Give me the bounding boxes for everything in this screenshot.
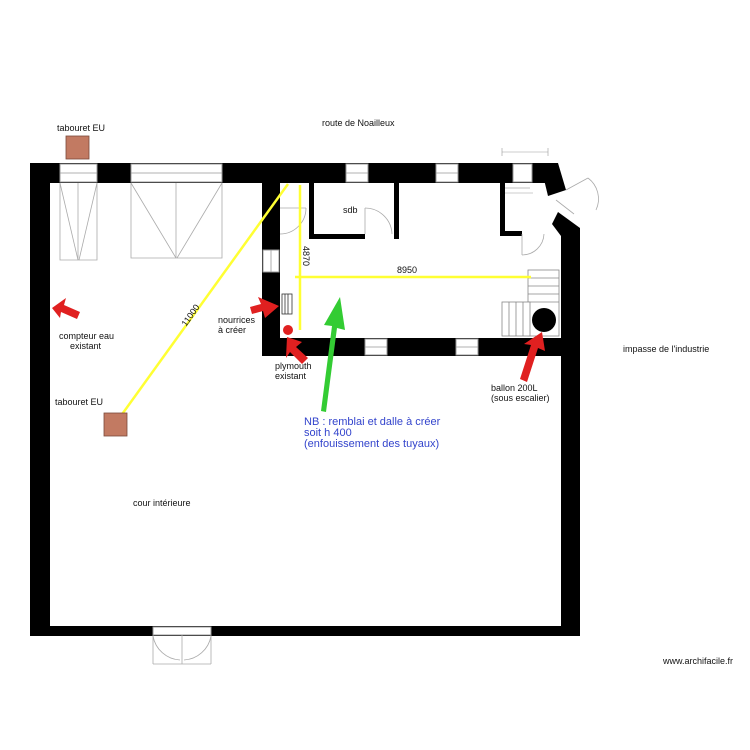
arrow-green xyxy=(321,297,345,412)
door-swings xyxy=(152,177,599,665)
label-plymouth-1: plymouth xyxy=(275,361,312,371)
wall-bottom xyxy=(30,626,580,636)
house-wall-top xyxy=(262,163,558,183)
window-details xyxy=(60,172,478,348)
closet-wall-left xyxy=(500,183,505,236)
tabouret-top xyxy=(65,135,90,160)
label-watermark: www.archifacile.fr xyxy=(662,656,733,666)
nourrices-symbol xyxy=(281,293,293,315)
label-cour: cour intérieure xyxy=(133,498,191,508)
window-house-3 xyxy=(512,163,533,183)
plymouth-symbol xyxy=(283,325,293,335)
label-ballon-1: ballon 200L xyxy=(491,383,538,393)
ballon-symbol xyxy=(532,308,556,332)
arrow-plymouth xyxy=(286,337,308,364)
tabouret-mid xyxy=(103,412,128,437)
dimension-diagonal: 11000 xyxy=(179,302,201,328)
label-nourrices-1: nourrices xyxy=(218,315,256,325)
shutters xyxy=(59,182,223,261)
label-sdb: sdb xyxy=(343,205,358,215)
label-tabouret-mid: tabouret EU xyxy=(55,397,103,407)
closet-wall-bottom xyxy=(500,231,522,236)
wall-left xyxy=(30,163,50,636)
sdb-wall-bottom xyxy=(309,234,365,239)
dimension-vertical: 4870 xyxy=(301,246,311,266)
door-bottom-wall xyxy=(152,626,212,636)
label-impasse: impasse de l'industrie xyxy=(623,344,709,354)
label-compteur-1: compteur eau xyxy=(59,331,114,341)
house-wall-corner xyxy=(540,163,566,196)
label-compteur-2: existant xyxy=(70,341,102,351)
arrow-nourrices xyxy=(250,297,279,318)
dimension-marks xyxy=(501,148,549,194)
arrow-compteur xyxy=(52,298,80,319)
sdb-wall-left xyxy=(309,183,314,238)
note-line-2: soit h 400 xyxy=(304,427,352,439)
house-wall-angled xyxy=(552,212,580,357)
note-line-1: NB : remblai et dalle à créer xyxy=(304,416,441,428)
arrow-ballon xyxy=(520,332,545,382)
note-line-3: (enfouissement des tuyaux) xyxy=(304,438,439,450)
shutter-left xyxy=(59,183,98,261)
dimension-horizontal: 8950 xyxy=(397,265,417,275)
label-plymouth-2: existant xyxy=(275,371,307,381)
pipes xyxy=(113,183,531,425)
wall-right xyxy=(561,355,580,636)
pipe-diagonal xyxy=(113,183,290,425)
sdb-wall-right xyxy=(394,183,399,239)
label-nourrices-2: à créer xyxy=(218,325,246,335)
label-tabouret-top: tabouret EU xyxy=(57,123,105,133)
shutter-right xyxy=(130,183,223,259)
label-ballon-2: (sous escalier) xyxy=(491,393,550,403)
label-route: route de Noailleux xyxy=(322,118,395,128)
house-wall-bottom xyxy=(262,338,580,356)
